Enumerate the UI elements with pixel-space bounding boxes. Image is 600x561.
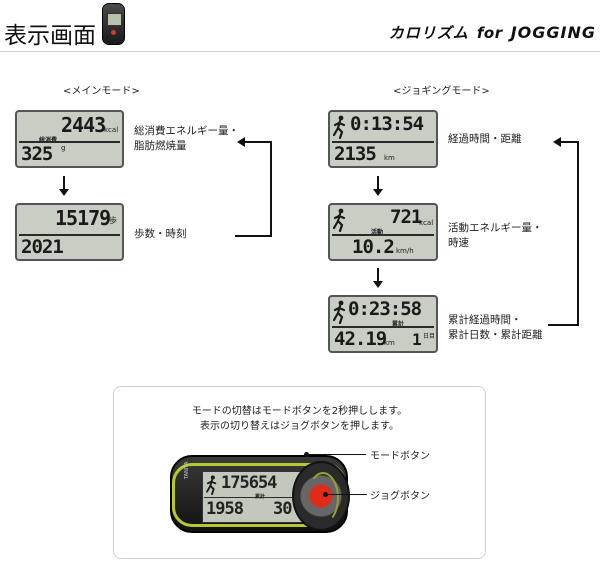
brand-for: for [476,24,503,42]
lcd-main-calorie: 2443 kcal 総消費 325 g [15,110,124,168]
left-arrow-icon [237,137,245,147]
device-value: 30 [273,499,293,519]
runner-icon [333,300,346,324]
lcd-unit: g [61,144,66,152]
instruction-line: 表示の切り替えはジョグボタンを押します。 [200,421,399,432]
brand-logo: カロリズム for JOGGING [389,22,596,43]
lcd-divider [332,326,434,328]
lcd-divider [19,234,120,236]
lcd-unit: km [384,339,395,347]
lcd-label: 総消費 [39,135,57,144]
lcd-value: 10.2 [352,236,395,258]
device-brand: TANITA [184,461,190,479]
device-divider [204,497,312,498]
description-line: 総消費エネルギー量・ [134,125,239,137]
down-arrow-icon [373,176,383,196]
lcd-value: 2443 [61,113,106,137]
lcd-value: 0:23:58 [348,298,422,320]
lcd-unit: 歩 [109,216,117,225]
return-line [577,141,579,326]
pedometer-icon [102,3,125,45]
left-arrow-icon [553,137,561,147]
lcd-main-steps: 15179 歩 2021 [15,203,124,261]
lcd-value: 2135 [334,143,377,165]
description-line: 歩数・時刻 [134,228,187,240]
jog-button-label: ジョグボタン [370,491,430,502]
lcd-jog-activity-speed: 721 kcal 活動 10.2 km/h [328,203,438,261]
down-arrow-icon [59,176,69,196]
page-title: 表示画面 [4,23,96,49]
lcd-unit: kcal [419,219,434,227]
lcd-value: 721 [390,206,422,228]
callout-line [327,494,367,495]
return-line [235,235,272,237]
runner-icon [333,208,346,232]
description-line: 活動エネルギー量・ [448,222,543,234]
callout-dot [323,492,328,497]
description-cumulative: 累計経過時間・ 累計日数・累計距離 [448,313,543,343]
description-line: 脂肪燃焼量 [134,140,187,152]
instruction-line: モードの切替はモードボタンを2秒押しします。 [191,406,408,417]
mode-button-label: モードボタン [370,451,430,462]
return-line [270,141,272,237]
lcd-value: 15179 [55,206,111,230]
header-divider [0,51,600,52]
callout-line [308,454,366,455]
lcd-jog-time-distance: 0:13:54 2135 km [328,110,438,168]
lcd-divider [332,234,434,236]
header: 表示画面 カロリズム for JOGGING [0,0,600,64]
description-time-distance: 経過時間・距離 [448,132,522,147]
device-value: 1958 [206,499,244,519]
description-line: 時速 [448,237,469,249]
jogging-mode-title: <ジョギングモード> [393,86,490,97]
runner-icon [206,475,217,495]
runner-icon [333,115,346,139]
description-steps: 歩数・時刻 [134,227,187,242]
description-line: 累計日数・累計距離 [448,329,543,341]
lcd-label: 累計 [392,321,405,328]
jog-button[interactable] [292,461,350,531]
description-calorie: 総消費エネルギー量・ 脂肪燃焼量 [134,124,239,154]
return-line [244,141,272,143]
description-line: 経過時間・距離 [448,133,522,145]
device-value: 175654 [221,473,277,493]
lcd-value: 1 [412,330,422,349]
lcd-label: 活動 [371,229,384,236]
lcd-value: 0:13:54 [350,113,424,135]
mode-button[interactable] [304,452,309,457]
description-line: 累計経過時間・ [448,314,522,326]
lcd-unit: 日目 [423,333,436,340]
lcd-value: 2021 [21,236,64,258]
brand-name: カロリズム [388,24,469,42]
main-mode-title: <メインモード> [63,86,140,97]
return-line [560,141,579,143]
down-arrow-icon [373,268,383,288]
lcd-divider [332,141,434,143]
description-activity-speed: 活動エネルギー量・ 時速 [448,221,543,251]
lcd-jog-cumulative: 0:23:58 累計 42.19 km 1 日目 [328,295,438,353]
return-line [548,324,579,326]
brand-sub: JOGGING [510,23,596,42]
lcd-unit: km [384,154,395,162]
lcd-value: 42.19 [334,328,387,350]
lcd-unit: kcal [104,126,119,134]
lcd-value: 325 [21,143,53,165]
lcd-divider [19,141,120,143]
lcd-unit: km/h [396,247,414,255]
